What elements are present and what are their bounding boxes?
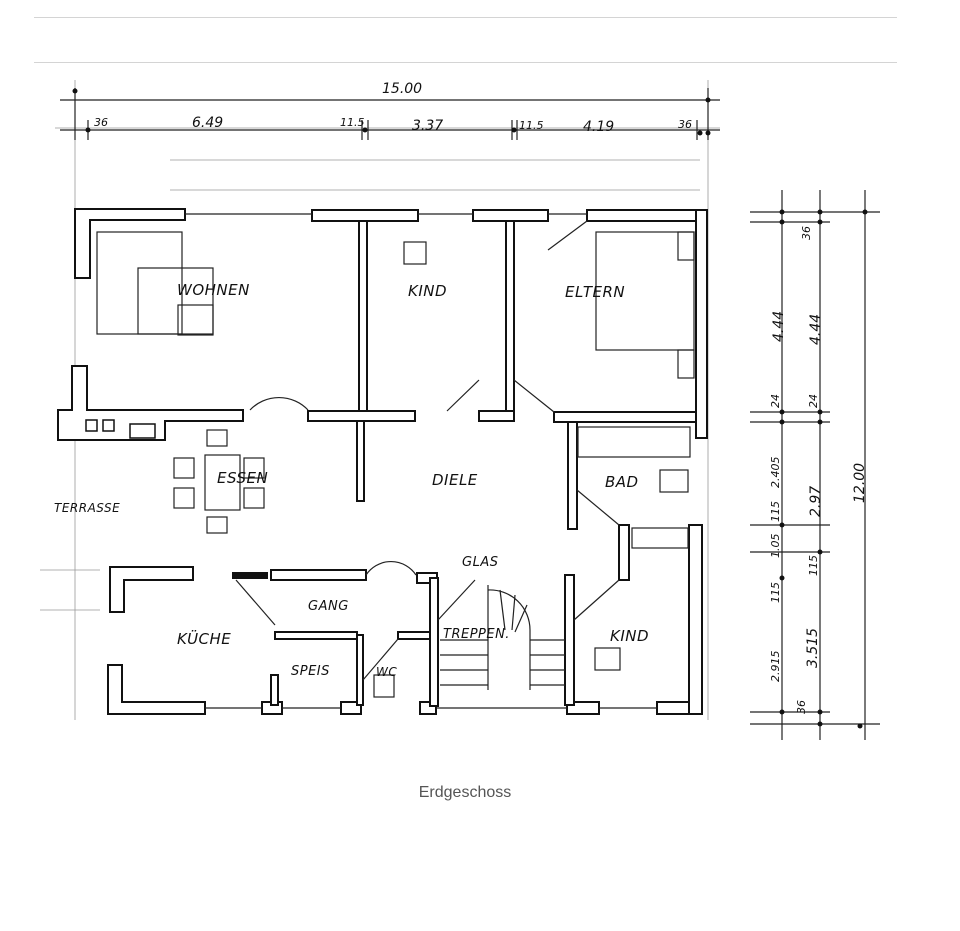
- room-label-wc: WC: [376, 665, 397, 679]
- room-label-speis: SPEIS: [291, 664, 330, 679]
- dim-right-8: 115: [769, 501, 782, 522]
- dim-right-4: 24: [769, 394, 782, 408]
- room-label-terrasse: TERRASSE: [54, 501, 120, 515]
- dim-right-10: 1.05: [769, 534, 782, 559]
- room-label-kind-top: KIND: [408, 282, 447, 300]
- room-label-kind-bottom: KIND: [610, 627, 649, 645]
- dim-right-13: 3.515: [805, 628, 821, 668]
- room-label-wohnen: WOHNEN: [177, 281, 250, 299]
- room-label-kueche: KÜCHE: [177, 629, 231, 648]
- dim-right-2: 4.44: [771, 311, 787, 342]
- staircase: [440, 585, 565, 690]
- dim-right-5: 24: [807, 394, 820, 408]
- figure-caption: Erdgeschoss: [418, 784, 512, 801]
- room-label-gang: GANG: [308, 599, 349, 614]
- room-label-eltern: ELTERN: [565, 283, 625, 301]
- room-label-essen: ESSEN: [217, 469, 268, 487]
- dim-right-3: 4.44: [808, 314, 824, 345]
- interior-walls: [232, 220, 697, 707]
- dim-top-total: 15.00: [382, 81, 422, 97]
- dim-right-12: 2.915: [769, 651, 782, 683]
- dim-top-4: 3.37: [412, 118, 443, 134]
- dim-top-1: 36: [94, 116, 108, 129]
- top-dimension-labels: 15.00 36 6.49 11.5 3.37 11.5 4.19 36: [94, 81, 692, 135]
- room-labels: WOHNEN KIND ELTERN ESSEN DIELE BAD TERRA…: [54, 281, 649, 679]
- dim-right-9: 115: [807, 555, 820, 576]
- right-dimension-labels: 12.00 36 4.44 4.44 24 24 2.405 2.97 115 …: [769, 226, 868, 714]
- floor-plan: WOHNEN KIND ELTERN ESSEN DIELE BAD TERRA…: [40, 80, 880, 740]
- second-divider: [34, 62, 897, 63]
- dim-right-total: 12.00: [852, 463, 868, 503]
- dim-right-14: 36: [795, 700, 808, 714]
- room-label-bad: BAD: [605, 473, 639, 491]
- dim-right-7: 2.97: [808, 486, 824, 517]
- right-dimension-lines: [750, 190, 880, 740]
- top-dimension-line: [60, 88, 720, 140]
- construction-lines: [40, 80, 720, 720]
- room-label-treppen: TREPPEN.: [443, 627, 510, 642]
- label-glas: GLAS: [462, 555, 498, 570]
- dim-top-2: 6.49: [192, 115, 223, 131]
- dim-right-6: 2.405: [769, 457, 782, 489]
- dim-right-11: 115: [769, 582, 782, 603]
- dim-top-6: 4.19: [583, 119, 614, 135]
- dim-top-3: 11.5: [340, 116, 365, 129]
- fixtures-and-furniture: [96, 220, 695, 698]
- dim-right-1: 36: [800, 226, 813, 240]
- room-label-diele: DIELE: [432, 471, 478, 489]
- dim-top-5: 11.5: [519, 119, 544, 132]
- exterior-walls: [57, 208, 708, 715]
- top-divider: [34, 17, 897, 18]
- dim-top-7: 36: [678, 118, 692, 131]
